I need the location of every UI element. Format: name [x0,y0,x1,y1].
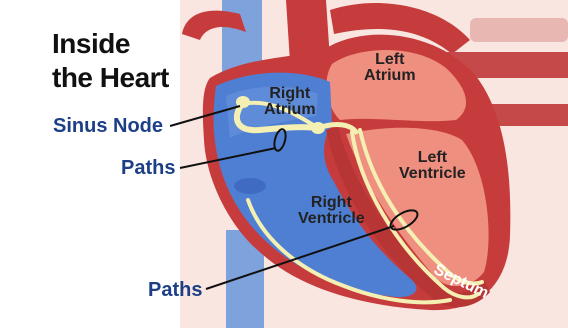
left-ventricle-label-line-2: Ventricle [399,166,466,182]
right-ventricle-label: Right Ventricle [298,195,365,227]
left-ventricle-label: Left Ventricle [399,150,466,182]
paths-lower-label: Paths [148,280,202,300]
right-atrium-label: Right Atrium [264,86,316,118]
diagram-title-line-2: the Heart [52,64,169,92]
right-ventricle-label-line-1: Right [298,195,365,211]
left-atrium-label: Left Atrium [364,52,416,84]
left-atrium-label-line-1: Left [364,52,416,68]
valve-shadow [234,178,266,194]
pulmonary-vein-light [470,18,568,42]
diagram-title-line-1: Inside [52,30,130,58]
right-atrium-label-line-2: Atrium [264,102,316,118]
right-atrium-label-line-1: Right [264,86,316,102]
left-ventricle-label-line-1: Left [399,150,466,166]
paths-upper-label: Paths [121,158,175,178]
right-ventricle-label-line-2: Ventricle [298,211,365,227]
av-node-dot [311,122,325,134]
left-atrium-label-line-2: Atrium [364,68,416,84]
sinus-node-label: Sinus Node [53,116,163,136]
